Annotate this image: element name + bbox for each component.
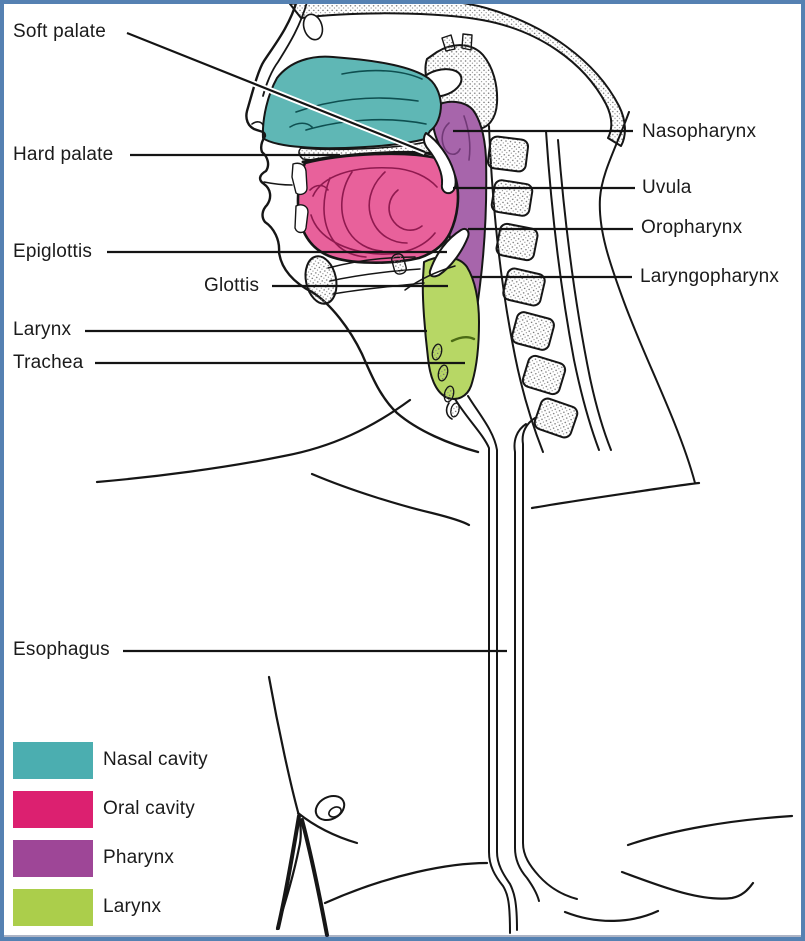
hyoid-bone [391,253,407,275]
larynx-region [421,255,480,400]
tracheal-rings [431,343,460,418]
nasopharynx-detail-lines [441,115,471,161]
bone-spur-icon [461,33,473,51]
legend-label-pharynx: Pharynx [103,847,175,868]
mouth-line [263,181,293,186]
label-uvula: Uvula [642,177,692,198]
soft-palate-band [422,132,457,195]
nipple-icon [328,806,342,818]
nasal-cavity-region [261,55,442,150]
label-laryngopharynx: Laryngopharynx [640,266,780,287]
skull-bone-band [289,0,626,147]
legend-label-oral-cavity: Oral cavity [103,798,195,819]
label-oropharynx: Oropharynx [641,217,743,238]
legend-swatch-oral-cavity [13,791,93,828]
label-trachea: Trachea [13,352,84,373]
label-esophagus: Esophagus [13,639,110,660]
tongue-swirl-lines [309,166,438,258]
legend-swatch-larynx [13,889,93,926]
epiglottis-flap [428,227,470,278]
esophagus-tube [454,395,578,934]
label-soft-palate: Soft palate [13,21,107,42]
nostril-icon [251,121,264,126]
neck-back-line [598,111,696,484]
bone-spur-icon [441,34,456,52]
vertebrae [486,135,579,439]
nipple-icon [314,795,346,821]
face-profile [245,0,480,454]
lower-tooth [294,204,309,234]
label-hard-palate: Hard palate [13,144,114,165]
legend-label-larynx: Larynx [103,896,162,917]
label-epiglottis: Epiglottis [13,241,93,262]
label-larynx: Larynx [13,319,72,340]
label-glottis: Glottis [204,275,260,296]
chest-lines [95,398,794,931]
soft-palate-leader [126,31,426,154]
upper-tooth [291,162,308,196]
legend-label-nasal-cavity: Nasal cavity [103,749,208,770]
legend-swatch-nasal-cavity [13,742,93,779]
leader-lines [85,30,635,653]
oral-cavity-region [296,152,460,264]
label-nasopharynx: Nasopharynx [642,121,757,142]
vocal-fold-line [450,336,476,343]
legend-swatch-pharynx [13,840,93,877]
trachea-cut-curl [445,402,453,420]
nasal-bone-line [262,1,308,97]
armpit-lines [276,814,329,937]
frontal-sinus [302,13,324,41]
mouth-floor-muscle-lines [327,256,456,295]
